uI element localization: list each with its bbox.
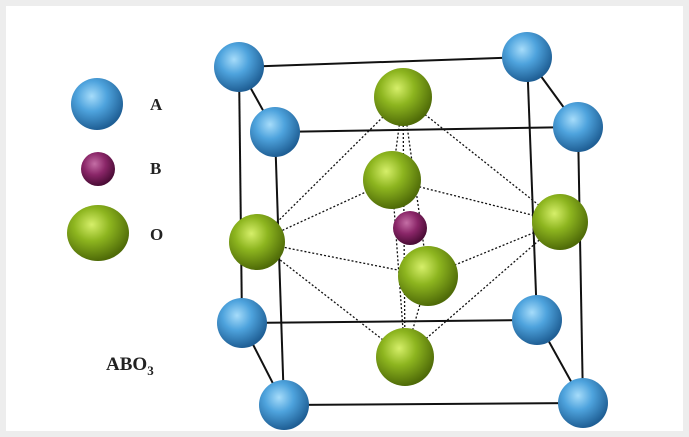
legend-label-o: O	[150, 225, 163, 244]
cube-edge	[577, 126, 584, 404]
legend-swatch-b	[81, 152, 115, 186]
oxygen-atom-top	[374, 68, 432, 126]
a-site-atom-corner	[214, 42, 264, 92]
a-site-atom-corner	[250, 107, 300, 157]
cube-edge	[526, 56, 538, 321]
formula-main: ABO	[106, 354, 147, 375]
legend-item-o: O	[67, 205, 163, 261]
legend-swatch-a	[71, 78, 123, 130]
legend: A B O	[67, 78, 163, 261]
cube-edge	[274, 131, 285, 406]
legend-swatch-o	[67, 205, 129, 261]
octahedron-bond	[256, 241, 406, 358]
oxygen-atom-right	[532, 194, 588, 250]
a-site-atom-corner	[553, 102, 603, 152]
legend-item-b: B	[81, 152, 161, 186]
cube-edge	[274, 126, 579, 133]
legend-label-a: A	[150, 95, 163, 114]
oxygen-atom-bottom	[376, 328, 434, 386]
a-site-atom-corner	[217, 298, 267, 348]
formula-subscript: 3	[147, 363, 154, 378]
octahedron-bond	[402, 96, 561, 223]
legend-label-b: B	[150, 159, 161, 178]
octahedron-bond	[391, 179, 406, 358]
a-site-atom-corner	[502, 32, 552, 82]
formula-label: ABO3	[106, 354, 154, 378]
oxygen-atom-front	[398, 246, 458, 306]
legend-item-a: A	[71, 78, 163, 130]
a-site-atom-corner	[558, 378, 608, 428]
oxygen-atom-back	[363, 151, 421, 209]
a-site-atom-corner	[259, 380, 309, 430]
cube-edge	[283, 402, 584, 406]
a-site-atom-corner	[512, 295, 562, 345]
oxygen-atom-left	[229, 214, 285, 270]
octahedron-bond	[402, 96, 406, 358]
cube-edge	[241, 319, 538, 324]
b-site-atom	[393, 211, 427, 245]
cube-edge	[238, 66, 243, 324]
cube-edge	[238, 56, 528, 68]
